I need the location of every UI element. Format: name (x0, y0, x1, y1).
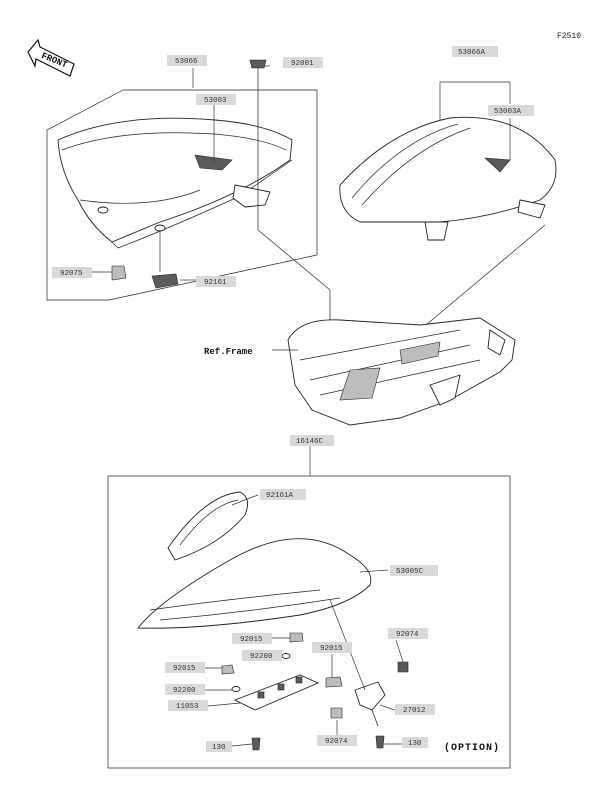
svg-text:27012: 27012 (403, 707, 426, 715)
part-92200a-shape (281, 653, 291, 659)
part-92161-shape (151, 273, 179, 289)
svg-text:53005C: 53005C (396, 568, 424, 576)
label-92074-b: 92074 (317, 735, 357, 746)
label-92075: 92075 (52, 267, 92, 278)
label-92001: 92001 (283, 57, 323, 68)
rider-seat-group-box (46, 89, 318, 301)
bolt-130a-shape (251, 737, 261, 751)
label-92015-b: 92015 (165, 662, 205, 673)
seat-cover-pad (167, 491, 249, 561)
label-92074-a: 92074 (388, 628, 428, 639)
svg-text:92200: 92200 (173, 687, 196, 695)
svg-text:130: 130 (212, 744, 226, 752)
svg-text:16146C: 16146C (296, 438, 324, 446)
label-53066: 53066 (167, 55, 207, 66)
label-92200-b: 92200 (165, 684, 205, 695)
label-92015-a: 92015 (232, 633, 272, 644)
bracket-27012 (354, 681, 386, 727)
svg-text:92015: 92015 (320, 645, 343, 653)
svg-text:92001: 92001 (291, 60, 314, 68)
figure-id: F2510 (557, 32, 581, 41)
label-92161: 92161 (196, 276, 236, 287)
label-53005C: 53005C (390, 565, 438, 576)
label-16146C: 16146C (290, 435, 334, 446)
label-92015-c: 92015 (312, 642, 352, 653)
svg-text:53003: 53003 (204, 97, 227, 105)
label-130-b: 130 (402, 737, 428, 748)
svg-text:92015: 92015 (173, 665, 196, 673)
bolt-130b-shape (375, 735, 385, 749)
front-arrow-icon: FRONT (27, 38, 75, 77)
part-92075-shape (111, 265, 127, 281)
bracket-11053 (233, 674, 320, 711)
option-label: (OPTION) (444, 742, 500, 754)
label-130-a: 130 (206, 741, 232, 752)
part-92074b-shape (330, 707, 343, 719)
svg-text:92161A: 92161A (266, 492, 294, 500)
ref-frame-label: Ref.Frame (204, 347, 253, 357)
label-11053: 11053 (168, 700, 208, 711)
label-53003: 53003 (196, 94, 236, 105)
svg-text:11053: 11053 (176, 703, 199, 711)
svg-text:92015: 92015 (240, 636, 263, 644)
seat-cowl (339, 116, 557, 241)
svg-text:92074: 92074 (325, 738, 348, 746)
part-92074a-shape (397, 661, 409, 673)
svg-text:53003A: 53003A (494, 108, 522, 116)
part-92200b-shape (231, 686, 241, 692)
part-92015c-shape (325, 676, 343, 688)
label-53066A: 53066A (452, 46, 498, 57)
label-92200-a: 92200 (242, 650, 282, 661)
frame (287, 317, 516, 426)
option-group-box (107, 475, 511, 769)
svg-text:92075: 92075 (60, 270, 83, 278)
rider-seat (57, 117, 293, 249)
label-27012: 27012 (395, 704, 435, 715)
part-92015a-shape (289, 632, 304, 643)
svg-text:53066A: 53066A (458, 49, 486, 57)
svg-text:92200: 92200 (250, 653, 273, 661)
svg-text:53066: 53066 (175, 58, 198, 66)
label-92161A: 92161A (260, 489, 306, 500)
single-seat-cover (137, 538, 372, 629)
svg-text:130: 130 (408, 740, 422, 748)
part-92015b-shape (221, 664, 235, 675)
svg-text:92161: 92161 (204, 279, 227, 287)
svg-text:92074: 92074 (396, 631, 419, 639)
label-53003A: 53003A (488, 105, 534, 116)
